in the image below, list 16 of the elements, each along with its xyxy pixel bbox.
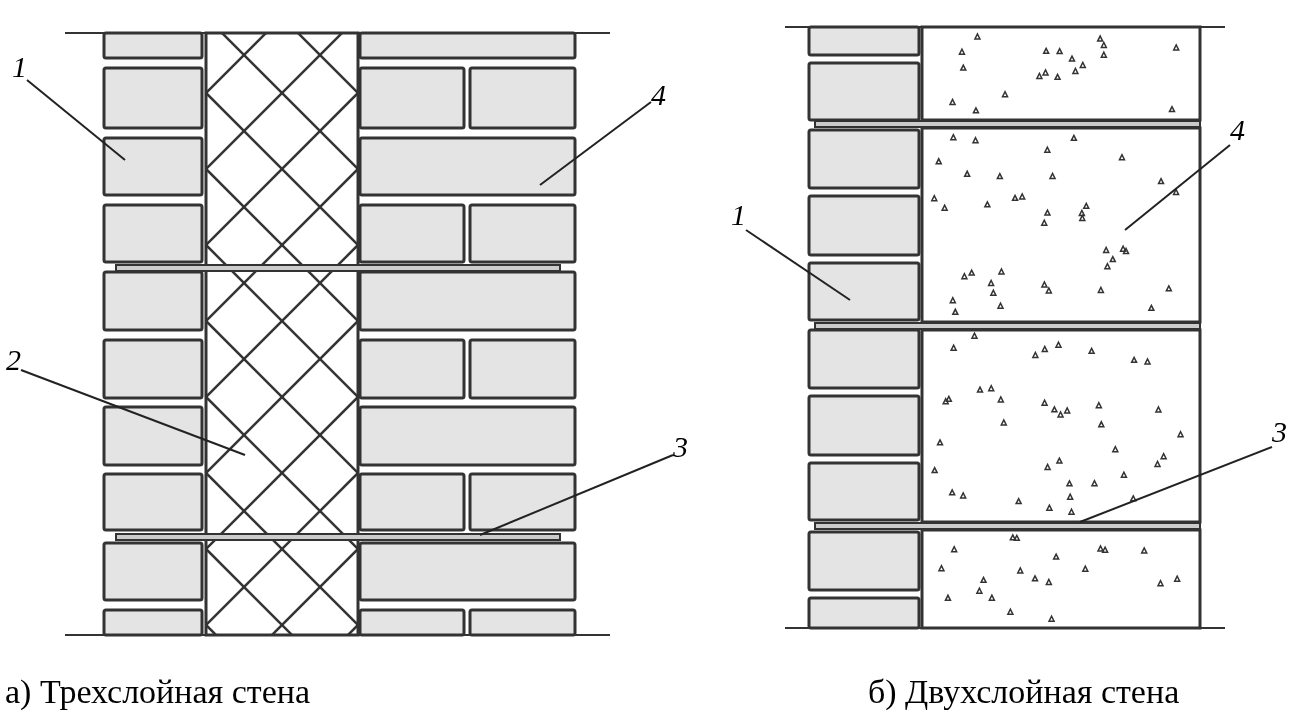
leader-line — [745, 229, 851, 301]
callout-number: 1 — [731, 200, 746, 230]
leader-line — [26, 79, 126, 161]
callout-number: 3 — [673, 432, 688, 462]
callout-number: 4 — [651, 80, 666, 110]
figure-caption: б) Двухслойная стена — [868, 672, 1180, 712]
leader-line — [539, 101, 652, 186]
callout-number: 1 — [12, 52, 27, 82]
leader-line — [479, 454, 674, 536]
callout-number: 2 — [6, 345, 21, 375]
leader-line — [20, 369, 246, 456]
leader-line — [1079, 446, 1273, 523]
callout-number: 3 — [1272, 417, 1287, 447]
callout-number: 4 — [1230, 115, 1245, 145]
figure-caption: а) Трехслойная стена — [5, 672, 311, 712]
leader-line — [1124, 144, 1231, 231]
